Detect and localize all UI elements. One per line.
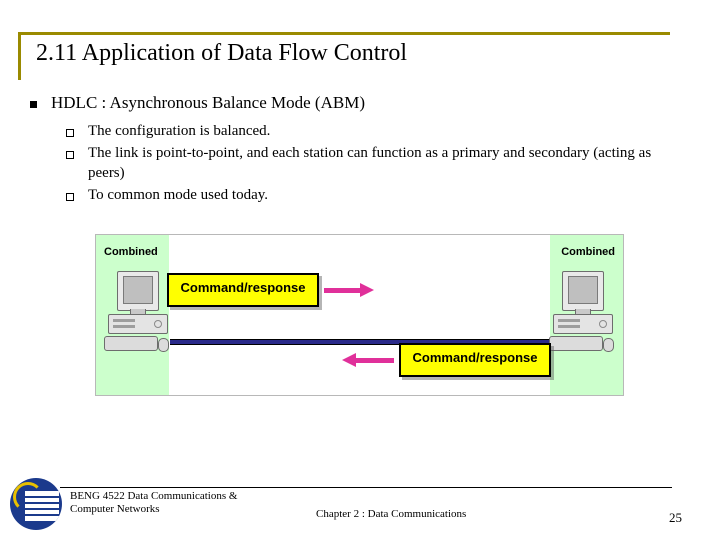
footer-course-line1: BENG 4522 Data Communications & (70, 490, 238, 502)
monitor-icon (117, 271, 159, 311)
diagram-left-label: Combined (104, 246, 158, 258)
arrow-shaft (356, 358, 394, 363)
mouse-icon (603, 338, 614, 352)
bullet-level2-label: The link is point-to-point, and each sta… (88, 145, 652, 181)
computer-icon-left (104, 271, 170, 359)
mouse-icon (158, 338, 169, 352)
bullet-level1-label: HDLC : Asynchronous Balance Mode (ABM) (51, 93, 365, 112)
callout-command-response-bottom: Command/response (399, 343, 551, 377)
bullet-square-marker-icon (30, 101, 37, 108)
list-item: The link is point-to-point, and each sta… (66, 143, 696, 183)
desktop-base-icon (108, 314, 168, 334)
logo-stripe (25, 502, 59, 504)
power-button-icon (599, 320, 607, 328)
logo-arc (13, 482, 43, 512)
monitor-icon (562, 271, 604, 311)
bullet-level2-list: The configuration is balanced. The link … (66, 121, 696, 207)
monitor-screen (568, 276, 598, 304)
university-logo (10, 478, 66, 530)
bullet-hollow-marker-icon (66, 151, 74, 159)
computer-icon-right (549, 271, 615, 359)
footer-chapter: Chapter 2 : Data Communications (316, 508, 467, 520)
keyboard-icon (549, 336, 603, 351)
title-left-accent (18, 32, 21, 80)
monitor-screen (123, 276, 153, 304)
drive-slot (558, 325, 580, 328)
list-item: To common mode used today. (66, 185, 696, 205)
drive-slot (113, 319, 135, 322)
bullet-hollow-marker-icon (66, 129, 74, 137)
monitor-neck (575, 309, 591, 314)
page-title: 2.11 Application of Data Flow Control (36, 40, 408, 66)
bullet-level2-label: The configuration is balanced. (88, 123, 271, 139)
power-button-icon (154, 320, 162, 328)
logo-inner-block (24, 490, 60, 522)
drive-slot (113, 325, 135, 328)
logo-stripe (25, 496, 59, 498)
diagram-abm-configuration: Combined Combined (95, 234, 624, 396)
callout-command-response-top: Command/response (167, 273, 319, 307)
bullet-level1: HDLC : Asynchronous Balance Mode (ABM) (30, 92, 690, 114)
diagram-right-label: Combined (561, 246, 615, 258)
footer-divider (60, 487, 672, 488)
monitor-neck (130, 309, 146, 314)
footer-course: BENG 4522 Data Communications & Computer… (70, 490, 237, 516)
list-item: The configuration is balanced. (66, 121, 696, 141)
logo-circle (10, 478, 62, 530)
arrow-head (342, 353, 356, 367)
drive-slot (558, 319, 580, 322)
bullet-level2-label: To common mode used today. (88, 187, 269, 203)
bullet-hollow-marker-icon (66, 193, 74, 201)
title-divider (18, 32, 670, 35)
arrow-shaft (324, 288, 362, 293)
logo-stripe (25, 508, 59, 510)
keyboard-icon (104, 336, 158, 351)
arrow-head (360, 283, 374, 297)
diagram-link-line (170, 339, 549, 345)
footer-course-line2: Computer Networks (70, 503, 160, 515)
footer-page-number: 25 (669, 510, 682, 525)
logo-stripe (25, 514, 59, 516)
desktop-base-icon (553, 314, 613, 334)
